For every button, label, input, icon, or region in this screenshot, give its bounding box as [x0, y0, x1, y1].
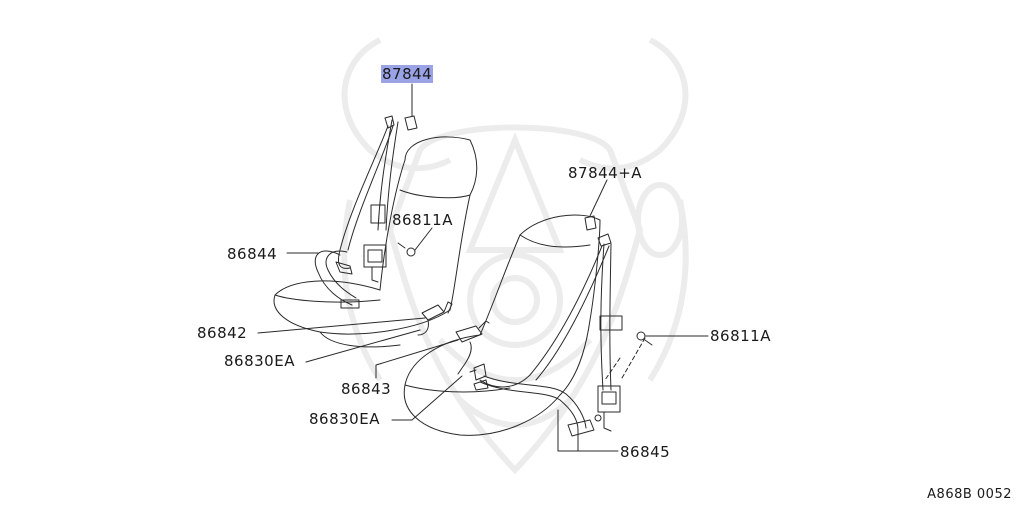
part-86811A-right-bolt — [636, 331, 653, 346]
dashed-guide-b — [604, 357, 621, 381]
label-86843[interactable]: 86843 — [341, 380, 392, 398]
leader-86843 — [375, 339, 459, 379]
label-87844[interactable]: 87844 — [381, 65, 434, 83]
dashed-guide — [621, 337, 646, 379]
label-86830EA-lower[interactable]: 86830EA — [309, 410, 380, 428]
front-left-belt-assembly — [314, 115, 399, 309]
part-87844A-cap — [584, 215, 597, 231]
leader-86845 — [557, 409, 619, 452]
leader-87844A — [589, 179, 608, 217]
leader-86811A-left — [414, 227, 433, 251]
leader-86830EA-upper — [305, 329, 421, 363]
label-86811A-right[interactable]: 86811A — [710, 327, 771, 345]
rear-right-belt-assembly — [469, 233, 623, 437]
leader-86830EA-lower — [391, 375, 463, 421]
label-86842[interactable]: 86842 — [197, 324, 248, 342]
part-86842-buckle — [417, 301, 453, 336]
rear-right-seat — [403, 214, 601, 436]
leader-86842 — [257, 317, 426, 334]
label-86830EA-upper[interactable]: 86830EA — [224, 352, 295, 370]
part-86811A-left-bolt — [397, 242, 416, 257]
label-87844-highlight[interactable]: 87844 — [381, 65, 434, 83]
front-left-seat — [273, 136, 478, 348]
label-86845[interactable]: 86845 — [620, 443, 671, 461]
leader-lines — [257, 83, 709, 452]
diagram-reference-code: A868B 0052 — [927, 487, 1012, 502]
label-86811A-left[interactable]: 86811A — [392, 211, 453, 229]
label-87844A[interactable]: 87844+A — [568, 164, 643, 182]
watermark-emblem — [341, 37, 689, 475]
part-87844-cap — [404, 115, 418, 131]
label-86844[interactable]: 86844 — [227, 245, 278, 263]
